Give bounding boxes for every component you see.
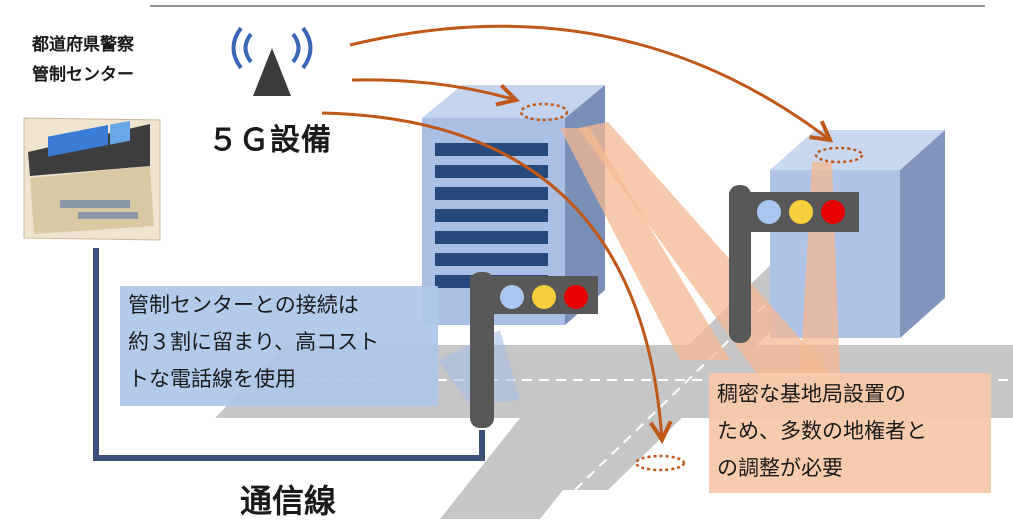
base-station-spot [634,454,686,472]
antenna-icon [231,26,313,96]
connection-arrows [321,24,830,440]
building-side [900,130,945,338]
control-room-icon [23,117,161,241]
control-center-label-line: 都道府県警察 [32,35,134,55]
callout-line: トな電話線を使用 [128,367,296,391]
arrow-to-right-building [349,24,830,140]
base-station-spot [519,102,569,122]
communication-line [93,248,485,461]
traffic-signal-icon [729,185,859,343]
beam-building [578,122,835,378]
callout-line: の調整が必要 [717,456,843,480]
callout-line: ため、多数の地権者と [717,419,927,443]
callout-line: 稠密な基地局設置の [717,382,906,406]
arrow-to-road [321,111,662,440]
base-station-spot [814,146,864,164]
callout-line: 管制センターとの接続は [128,293,359,317]
traffic-signal-icon [470,272,598,428]
arrow-to-building [351,78,516,100]
road-branch [440,418,620,519]
communication-line-label: 通信線 [240,482,337,520]
control-center-label-line: 管制センター [32,65,134,85]
control-center-label: 都道府県警察 管制センター [8,30,158,90]
fiveg-equipment-label: ５Ｇ設備 [208,123,332,158]
base-station-callout: 稠密な基地局設置の ため、多数の地権者と の調整が必要 [709,373,991,493]
beam-signal [560,128,730,360]
control-center-callout: 管制センターとの接続は 約３割に留まり、高コスト トな電話線を使用 [120,286,438,406]
callout-line: 約３割に留まり、高コスト [128,330,380,354]
building-icon [770,130,945,338]
